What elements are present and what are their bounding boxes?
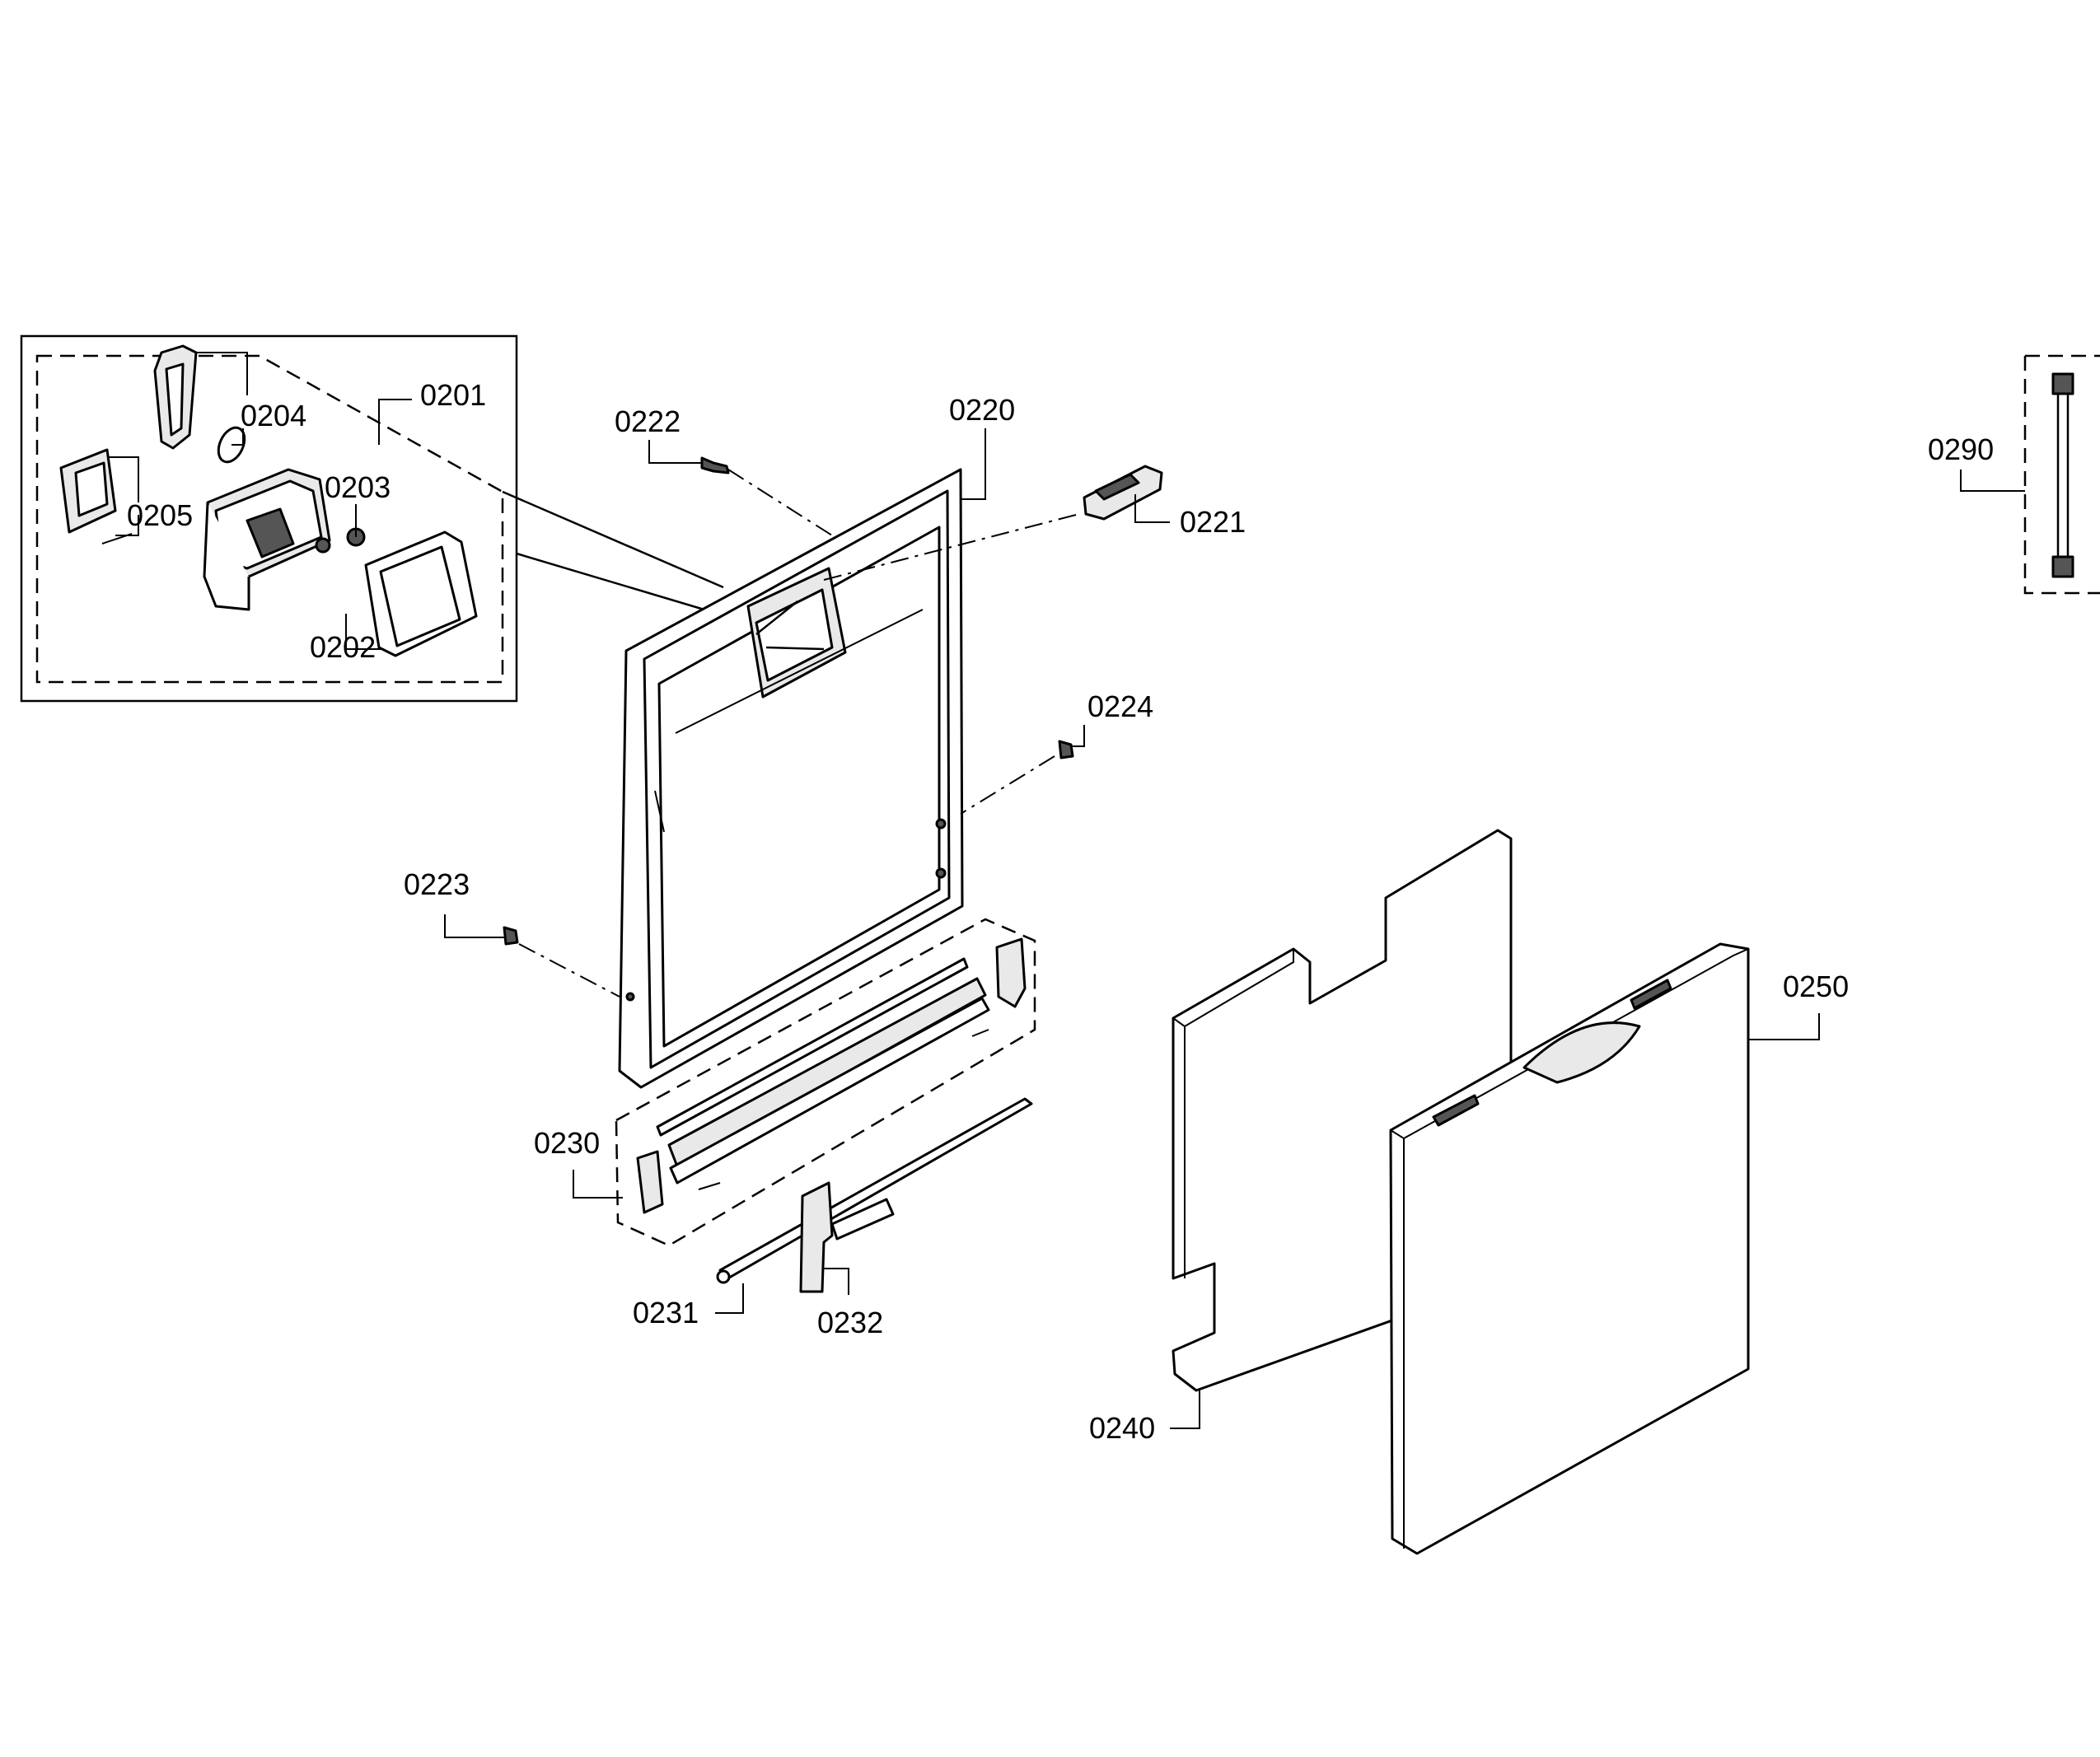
cable-harness-icon — [2023, 354, 2100, 595]
leader-lines — [444, 428, 2025, 1429]
gasket-frame-icon — [364, 530, 478, 657]
rod-icon — [716, 1097, 1033, 1284]
latch-handle-icon — [153, 344, 246, 464]
callout-0221: 0221 — [1180, 505, 1246, 539]
callout-0250: 0250 — [1783, 970, 1849, 1003]
callout-0205: 0205 — [127, 498, 193, 532]
callout-0204: 0204 — [241, 399, 306, 432]
callout-0203: 0203 — [325, 470, 391, 504]
inner-door-icon — [618, 468, 964, 1089]
bracket-icon — [799, 1181, 895, 1293]
callout-0290: 0290 — [1928, 432, 1994, 466]
cover-plate-icon — [59, 448, 133, 544]
inset-control-module — [20, 334, 724, 703]
inset-leaders — [107, 352, 412, 650]
control-module-assembly-icon — [203, 468, 331, 611]
door-seal-kit-icon — [615, 918, 1036, 1247]
hinge-bracket-icon — [823, 465, 1163, 581]
screw-icon — [503, 926, 620, 998]
callout-0232: 0232 — [817, 1306, 883, 1339]
callout-0240: 0240 — [1089, 1411, 1155, 1445]
outer-door-panel-icon — [1389, 942, 1750, 1555]
callout-0201: 0201 — [420, 378, 486, 412]
callout-0222: 0222 — [615, 404, 681, 438]
screw-icon — [700, 456, 833, 536]
callout-0231: 0231 — [633, 1296, 699, 1329]
callout-0224: 0224 — [1087, 689, 1153, 723]
callout-0230: 0230 — [534, 1126, 600, 1160]
screw-icon — [960, 740, 1074, 815]
callout-labels: 0201 0204 0203 0205 0202 0222 0220 0221 … — [127, 378, 1994, 1445]
callout-0223: 0223 — [404, 867, 470, 901]
callout-0220: 0220 — [949, 393, 1015, 427]
callout-0202: 0202 — [310, 630, 376, 664]
